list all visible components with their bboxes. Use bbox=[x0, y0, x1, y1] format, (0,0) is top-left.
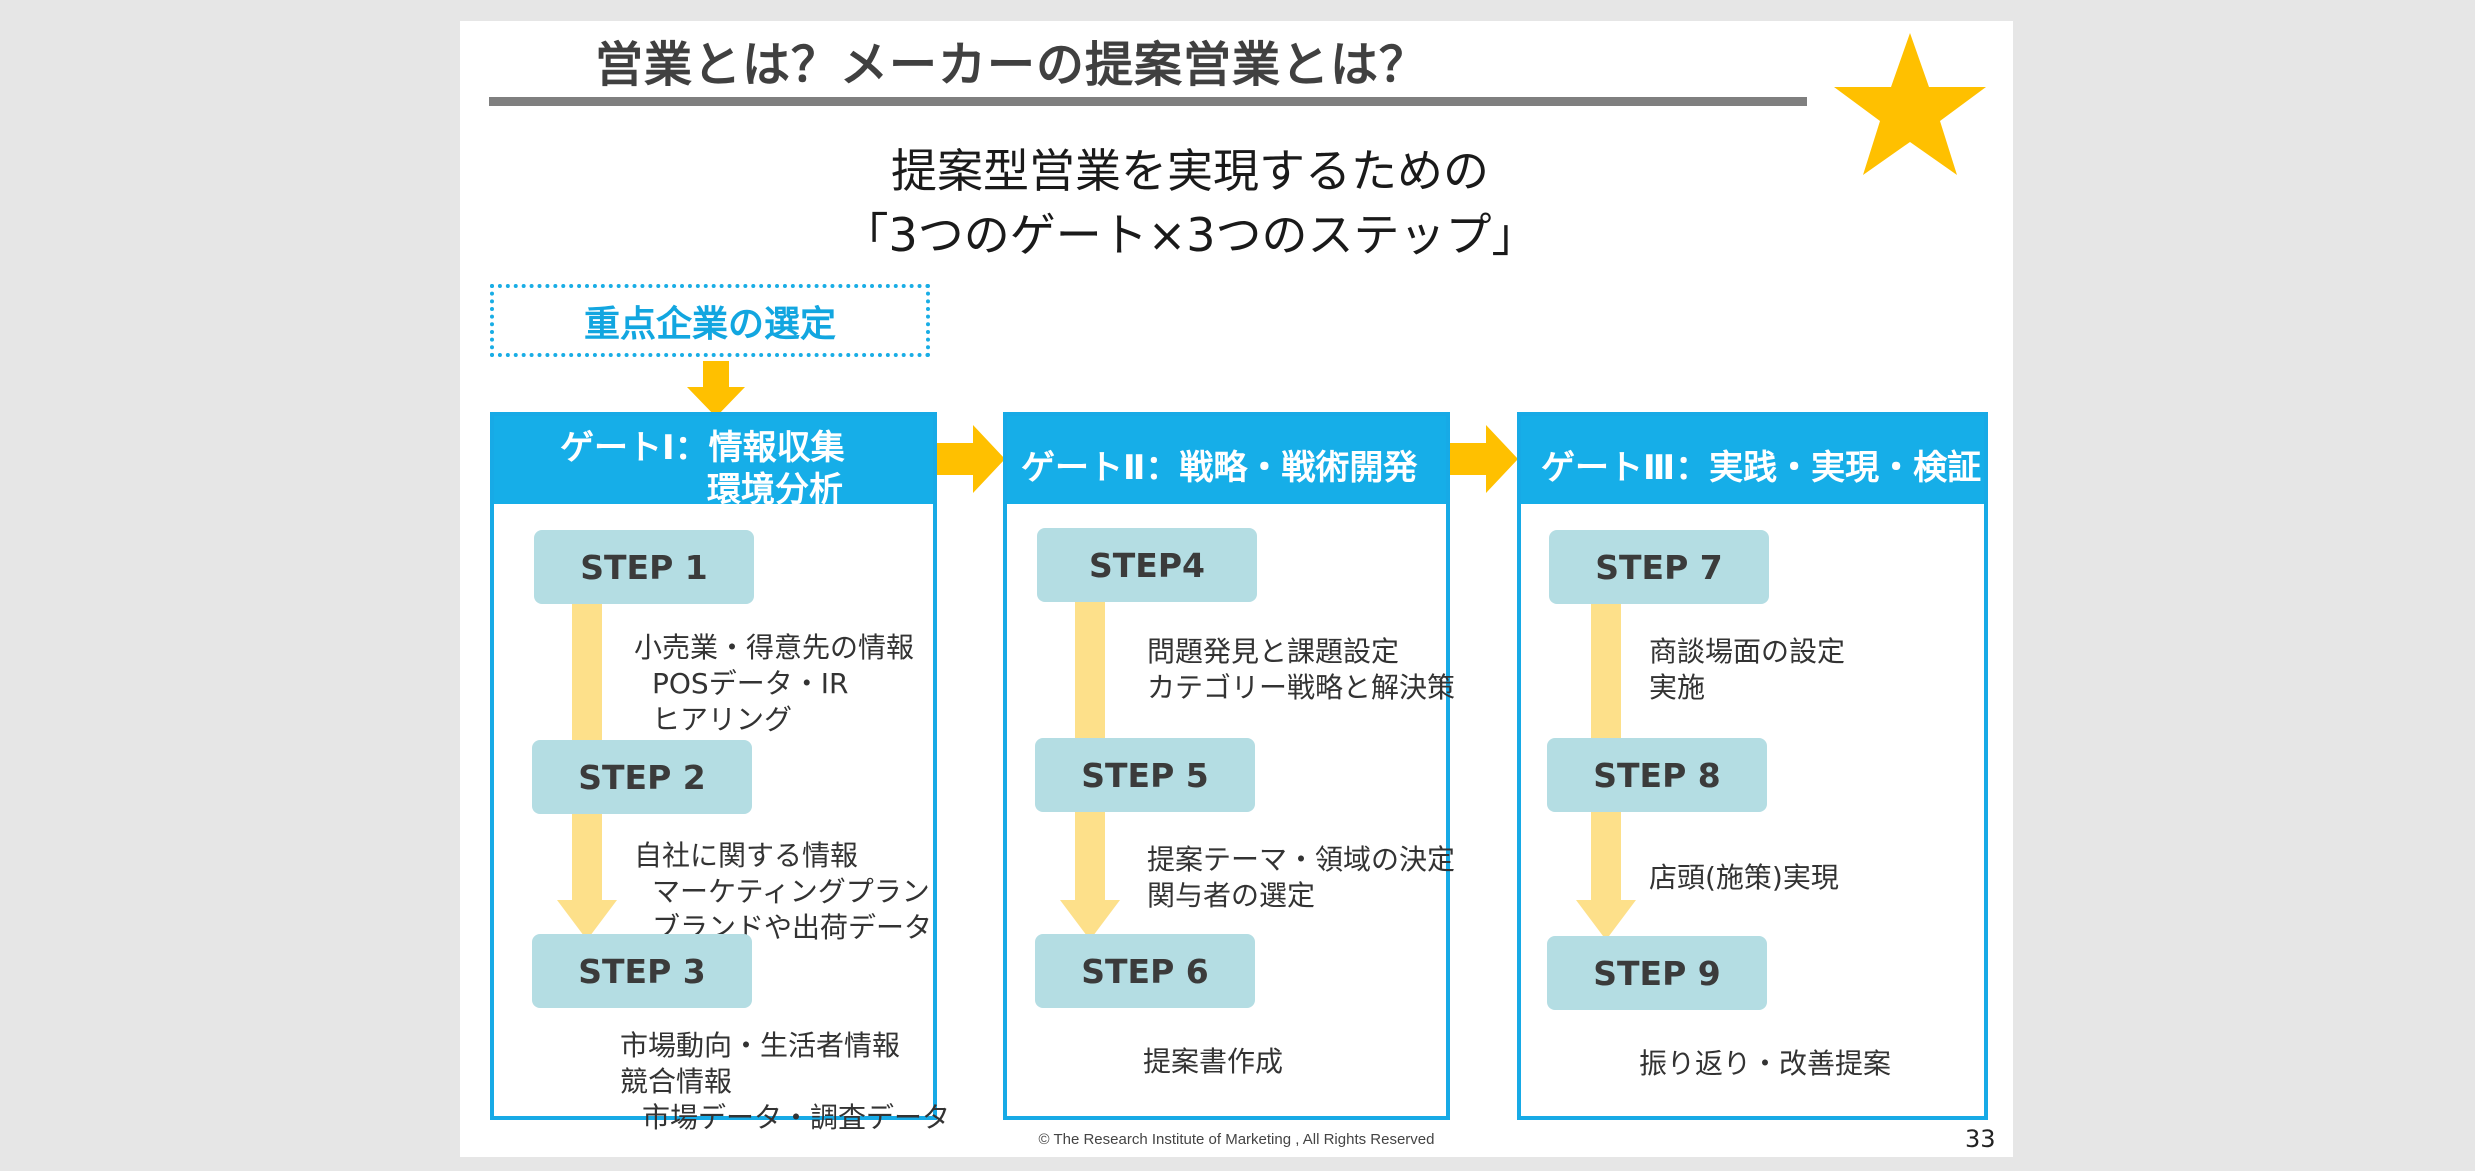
step-9-desc: 振り返り・改善提案 bbox=[1639, 1046, 1891, 1082]
gate-2-header: ゲートⅡ：戦略・戦術開発 bbox=[1007, 416, 1446, 504]
desc-line: 提案書作成 bbox=[1143, 1045, 1284, 1078]
desc-line: マーケティングプラン bbox=[652, 875, 930, 908]
page-title: 営業とは？メーカーの提案営業とは？ bbox=[595, 37, 1429, 93]
gate-2: ゲートⅡ：戦略・戦術開発 STEP4 問題発見と課題設定 カテゴリー戦略と解決策… bbox=[1003, 412, 1455, 1120]
desc-line: ヒアリング bbox=[652, 703, 793, 736]
slide: 営業とは？メーカーの提案営業とは？ 提案型営業を実現するための 「3つのゲート×… bbox=[460, 21, 2013, 1157]
step-5-desc: 提案テーマ・領域の決定 関与者の選定 bbox=[1147, 842, 1455, 914]
gate-3-header: ゲートⅢ：実践・実現・検証 bbox=[1521, 416, 1984, 504]
arrow-right-icon bbox=[1450, 425, 1518, 493]
desc-line: 小売業・得意先の情報 bbox=[634, 631, 915, 664]
step-6: STEP 6 bbox=[1035, 934, 1255, 1008]
copyright-footer: © The Research Institute of Marketing , … bbox=[1038, 1131, 1435, 1148]
flow-bar bbox=[1075, 600, 1105, 740]
step-3: STEP 3 bbox=[532, 934, 752, 1008]
subtitle-line-1: 提案型営業を実現するための bbox=[891, 144, 1489, 198]
step-7: STEP 7 bbox=[1549, 530, 1769, 604]
step-2-desc: 自社に関する情報 マーケティングプラン ブランドや出荷データ bbox=[634, 838, 932, 946]
gate-1-subtitle: 環境分析 bbox=[707, 470, 843, 510]
star-icon bbox=[1834, 33, 1986, 175]
step-9: STEP 9 bbox=[1547, 936, 1767, 1010]
flow-bar bbox=[1591, 600, 1621, 740]
focus-label: 重点企業の選定 bbox=[583, 303, 836, 345]
desc-line: 問題発見と課題設定 bbox=[1147, 635, 1400, 668]
desc-line: POSデータ・IR bbox=[652, 667, 849, 700]
desc-line: 市場動向・生活者情報 bbox=[620, 1029, 901, 1062]
step-4-desc: 問題発見と課題設定 カテゴリー戦略と解決策 bbox=[1147, 634, 1455, 706]
desc-line: カテゴリー戦略と解決策 bbox=[1147, 671, 1456, 704]
arrow-right-icon bbox=[937, 425, 1005, 493]
page-number: 33 bbox=[1965, 1125, 1996, 1153]
desc-line: 関与者の選定 bbox=[1147, 879, 1316, 912]
step-4: STEP4 bbox=[1037, 528, 1257, 602]
title-underline bbox=[489, 97, 1807, 106]
subtitle-line-2: 「3つのゲート×3つのステップ」 bbox=[842, 208, 1538, 262]
gate-1-header: ゲートⅠ：情報収集 環境分析 bbox=[494, 416, 933, 510]
step-6-desc: 提案書作成 bbox=[1143, 1044, 1283, 1080]
step-8: STEP 8 bbox=[1547, 738, 1767, 812]
gate-1-title: ゲートⅠ：情報収集 bbox=[560, 428, 845, 468]
step-1-desc: 小売業・得意先の情報 POSデータ・IR ヒアリング bbox=[634, 630, 914, 738]
step-1: STEP 1 bbox=[534, 530, 754, 604]
focus-company-box: 重点企業の選定 bbox=[490, 284, 930, 357]
flow-bar bbox=[1591, 812, 1621, 902]
desc-line: 市場データ・調査データ bbox=[642, 1101, 951, 1134]
gate-3: ゲートⅢ：実践・実現・検証 STEP 7 商談場面の設定 実施 STEP 8 店… bbox=[1517, 412, 1988, 1120]
gate-2-title: ゲートⅡ：戦略・戦術開発 bbox=[1021, 448, 1418, 488]
desc-line: 競合情報 bbox=[620, 1065, 733, 1098]
desc-line: 店頭(施策)実現 bbox=[1649, 861, 1839, 894]
arrow-down-icon bbox=[1576, 900, 1636, 940]
flow-bar bbox=[1075, 812, 1105, 902]
slide-subtitle: 提案型営業を実現するための 「3つのゲート×3つのステップ」 bbox=[840, 139, 1540, 267]
step-5: STEP 5 bbox=[1035, 738, 1255, 812]
gate-3-title: ゲートⅢ：実践・実現・検証 bbox=[1541, 448, 1982, 488]
desc-line: 振り返り・改善提案 bbox=[1639, 1047, 1892, 1080]
desc-line: 提案テーマ・領域の決定 bbox=[1147, 843, 1456, 876]
arrow-down-icon bbox=[1060, 900, 1120, 940]
step-7-desc: 商談場面の設定 実施 bbox=[1649, 634, 1845, 706]
arrow-down-icon bbox=[557, 900, 617, 940]
flow-bar bbox=[572, 600, 602, 740]
gate-1: ゲートⅠ：情報収集 環境分析 STEP 1 小売業・得意先の情報 POSデータ・… bbox=[490, 412, 950, 1134]
arrow-down-icon bbox=[687, 361, 745, 417]
desc-line: 実施 bbox=[1649, 671, 1706, 704]
step-2: STEP 2 bbox=[532, 740, 752, 814]
desc-line: 商談場面の設定 bbox=[1649, 635, 1846, 668]
desc-line: 自社に関する情報 bbox=[634, 839, 859, 872]
step-8-desc: 店頭(施策)実現 bbox=[1649, 860, 1839, 896]
step-3-desc: 市場動向・生活者情報 競合情報 市場データ・調査データ bbox=[620, 1028, 950, 1136]
flow-bar bbox=[572, 812, 602, 902]
